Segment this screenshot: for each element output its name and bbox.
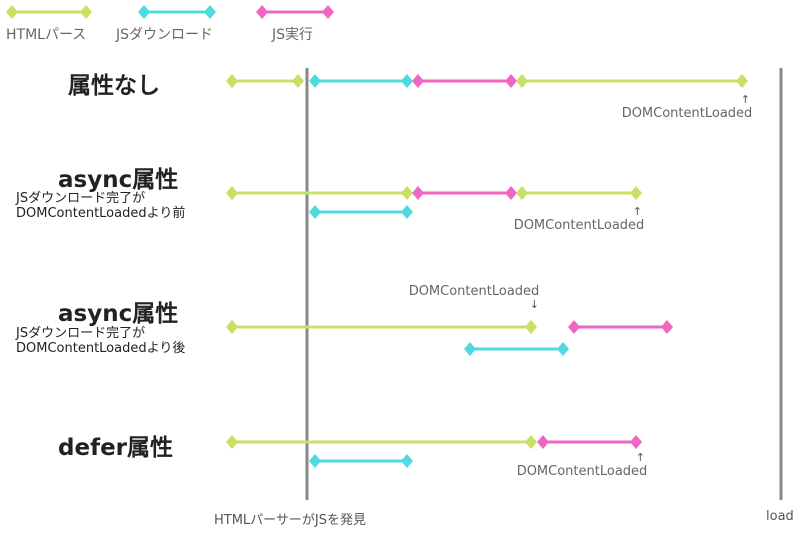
legend-swatch-html bbox=[6, 5, 92, 19]
section-subtitle-line-1: JSダウンロード完了が bbox=[16, 191, 146, 206]
dom-content-loaded-annotation-3: DOMContentLoaded ↓ bbox=[403, 284, 545, 311]
section-subtitle-async-after: JSダウンロード完了が DOMContentLoadedより後 bbox=[16, 326, 185, 356]
load-label: load bbox=[766, 509, 794, 524]
section-subtitle-line-2: DOMContentLoadedより前 bbox=[16, 206, 186, 221]
dom-content-loaded-label: DOMContentLoaded bbox=[408, 284, 540, 299]
timeline-row-async-after bbox=[226, 320, 673, 356]
legend-swatch-download bbox=[138, 5, 216, 19]
dom-content-loaded-label: DOMContentLoaded bbox=[513, 218, 645, 233]
section-title-async-after: async属性 bbox=[58, 301, 179, 327]
dom-content-loaded-annotation-4: ↑ DOMContentLoaded bbox=[511, 451, 653, 480]
arrow-up-icon: ↑ bbox=[740, 93, 750, 106]
legend-label-html: HTMLパース bbox=[6, 27, 87, 43]
section-title-no-attr: 属性なし bbox=[68, 73, 160, 99]
legend-label-download: JSダウンロード bbox=[116, 27, 214, 43]
legend-item-exec: JS実行 bbox=[250, 0, 342, 43]
legend-label-exec: JS実行 bbox=[272, 27, 314, 43]
arrow-down-icon: ↓ bbox=[529, 298, 539, 311]
section-subtitle-line-2: DOMContentLoadedより後 bbox=[16, 341, 186, 356]
parser-found-label: HTMLパーサーがJSを発見 bbox=[214, 513, 367, 528]
dom-content-loaded-annotation-1: ↑ DOMContentLoaded bbox=[616, 93, 758, 122]
arrow-up-icon: ↑ bbox=[632, 205, 642, 218]
dom-content-loaded-annotation-2: ↑ DOMContentLoaded bbox=[508, 205, 650, 234]
dom-content-loaded-label: DOMContentLoaded bbox=[621, 106, 753, 121]
legend-item-download: JSダウンロード bbox=[116, 0, 226, 43]
section-subtitle-async-before: JSダウンロード完了が DOMContentLoadedより前 bbox=[16, 191, 185, 221]
section-title-async-before: async属性 bbox=[58, 167, 179, 193]
timeline-row-defer bbox=[226, 435, 642, 468]
timeline-row-no-attr bbox=[226, 74, 748, 88]
section-subtitle-line-1: JSダウンロード完了が bbox=[16, 326, 146, 341]
section-title-defer: defer属性 bbox=[58, 435, 174, 461]
timeline-row-async-before bbox=[226, 186, 642, 219]
legend-swatch-exec bbox=[256, 5, 334, 19]
arrow-up-icon: ↑ bbox=[635, 451, 645, 464]
legend-item-html: HTMLパース bbox=[2, 0, 94, 43]
dom-content-loaded-label: DOMContentLoaded bbox=[516, 464, 648, 479]
